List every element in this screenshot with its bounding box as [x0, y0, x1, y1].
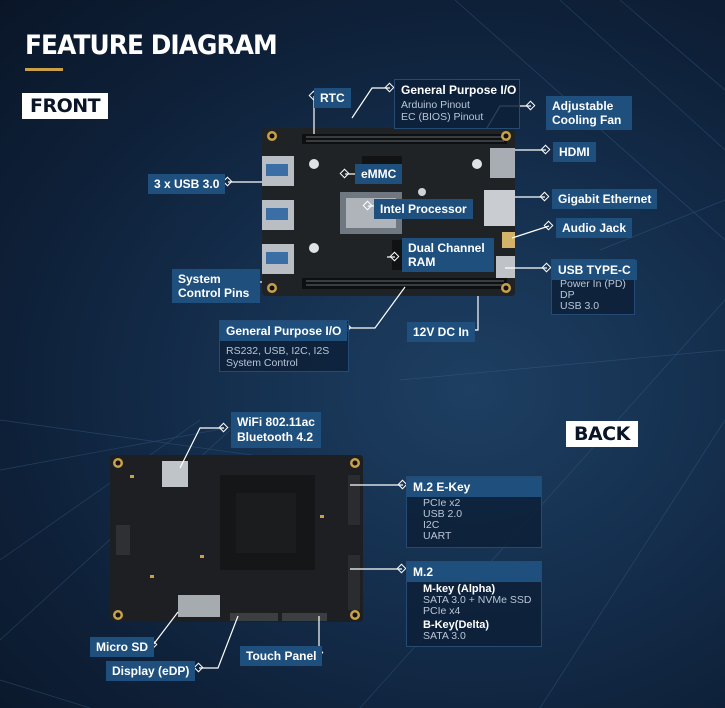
- m2-bkey-label: B-Key(Delta): [423, 619, 490, 631]
- emmc-label: eMMC: [355, 164, 403, 184]
- m2-mkey-detail-2: PCIe x4: [423, 605, 461, 617]
- gpio-bottom-label: General Purpose I/O: [220, 321, 348, 341]
- m2e-detail-3: I2C: [423, 519, 440, 531]
- gpio-top-detail-2: EC (BIOS) Pinout: [401, 111, 484, 123]
- gpio-top-label: General Purpose I/O: [401, 83, 517, 97]
- touch-panel-label: Touch Panel: [240, 646, 323, 666]
- micro-sd-label: Micro SD: [90, 637, 155, 657]
- intel-processor-label: Intel Processor: [374, 199, 473, 219]
- gpio-top-box: General Purpose I/O Arduino Pinout EC (B…: [394, 79, 520, 129]
- gpio-bottom-detail-1: RS232, USB, I2C, I2S: [226, 345, 330, 357]
- m2-label: M.2: [407, 562, 541, 582]
- system-control-pins-label: System Control Pins: [172, 269, 260, 303]
- usb3-label: 3 x USB 3.0: [148, 174, 226, 194]
- m2e-detail-1: PCIe x2: [423, 497, 461, 509]
- cooling-fan-label: Adjustable Cooling Fan: [546, 96, 632, 130]
- m2-bkey-detail-1: SATA 3.0: [423, 630, 466, 642]
- m2e-label: M.2 E-Key: [407, 477, 541, 497]
- usbc-detail-3: USB 3.0: [560, 300, 600, 312]
- usbc-label: USB TYPE-C: [552, 260, 637, 280]
- back-board: [110, 455, 363, 622]
- audio-jack-label: Audio Jack: [556, 218, 633, 238]
- page-title: FEATURE DIAGRAM: [25, 30, 278, 61]
- gpio-bottom-detail-2: System Control: [226, 357, 298, 369]
- gpio-top-detail-1: Arduino Pinout: [401, 99, 470, 111]
- m2e-detail-2: USB 2.0: [423, 508, 463, 520]
- usbc-box: USB TYPE-C Power In (PD) DP USB 3.0: [551, 259, 637, 315]
- dc-in-label: 12V DC In: [407, 322, 476, 342]
- bluetooth-label: Bluetooth 4.2: [237, 430, 314, 444]
- gpio-bottom-box: General Purpose I/O RS232, USB, I2C, I2S…: [219, 320, 349, 372]
- rtc-label: RTC: [314, 88, 351, 108]
- m2e-box: M.2 E-Key PCIe x2 USB 2.0 I2C UART: [406, 476, 542, 548]
- title-underline: [25, 68, 63, 71]
- wifi-label: WiFi 802.11ac: [237, 415, 315, 429]
- display-edp-label: Display (eDP): [106, 661, 196, 681]
- back-tag: BACK: [566, 421, 638, 447]
- usbc-detail-2: DP: [560, 289, 575, 301]
- usbc-detail-1: Power In (PD): [560, 278, 626, 290]
- front-tag: FRONT: [22, 93, 109, 119]
- m2e-detail-4: UART: [423, 530, 452, 542]
- hdmi-label: HDMI: [553, 142, 596, 162]
- ram-label: Dual Channel RAM: [402, 238, 494, 272]
- wifi-bt-box: WiFi 802.11ac Bluetooth 4.2: [231, 412, 321, 448]
- gigabit-ethernet-label: Gigabit Ethernet: [552, 189, 658, 209]
- back-board-art: [110, 455, 363, 622]
- m2-mkey-detail-1: SATA 3.0 + NVMe SSD: [423, 594, 532, 606]
- m2-box: M.2 M-key (Alpha) SATA 3.0 + NVMe SSD PC…: [406, 561, 542, 647]
- m2-mkey-label: M-key (Alpha): [423, 583, 496, 595]
